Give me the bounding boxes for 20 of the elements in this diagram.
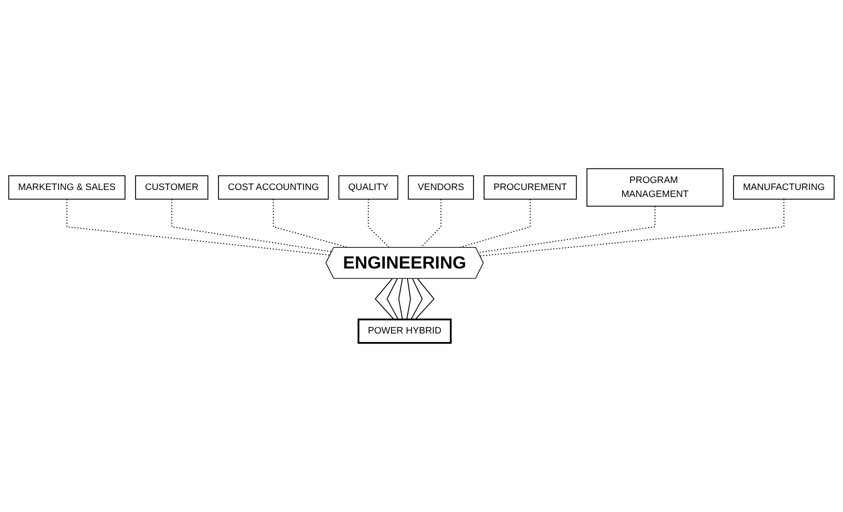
- node-box: POWER HYBRID: [358, 318, 452, 344]
- connector: [410, 278, 423, 320]
- connector: [420, 198, 442, 248]
- connector: [480, 198, 784, 257]
- connector: [406, 278, 411, 320]
- connector: [368, 198, 390, 248]
- connector: [171, 198, 332, 252]
- node-box: PROCUREMENT: [484, 176, 577, 200]
- node-box: MANUFACTURING: [733, 176, 835, 200]
- node-box: MARKETING & SALES: [8, 176, 126, 200]
- node-box: QUALITY: [338, 176, 398, 200]
- connector: [386, 278, 399, 320]
- node-box: PROGRAM MANAGEMENT: [586, 168, 724, 207]
- node-box: CUSTOMER: [135, 176, 208, 200]
- connector: [272, 198, 349, 248]
- connector: [66, 198, 331, 256]
- connector: [478, 206, 656, 254]
- node-box: COST ACCOUNTING: [218, 176, 329, 200]
- node-box: VENDORS: [408, 176, 474, 200]
- connector: [398, 278, 403, 320]
